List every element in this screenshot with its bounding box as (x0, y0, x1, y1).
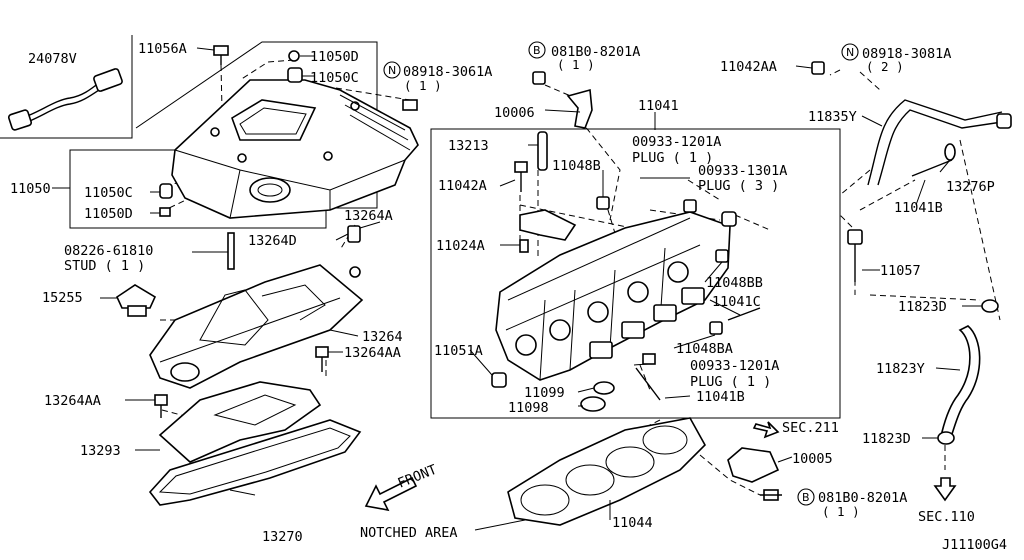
label-plug-3: PLUG ( 3 ) (698, 178, 779, 194)
label-11048ba: 11048BA (676, 341, 733, 357)
label-081b0-8201a-bottom: 081B0-8201A (818, 490, 907, 506)
head-gasket-11044 (507, 417, 706, 526)
label-11098: 11098 (508, 400, 549, 416)
cover-fasteners (159, 45, 418, 217)
label-10005: 10005 (792, 451, 833, 467)
leader-lines (52, 47, 982, 531)
svg-text:N: N (388, 64, 396, 77)
svg-text:B: B (533, 44, 541, 57)
label-00933-1201a: 00933-1201A (632, 134, 721, 150)
bracket-10006 (532, 71, 593, 129)
label-11835y: 11835Y (808, 109, 857, 125)
label-11048b: 11048B (552, 158, 601, 174)
bracket-10005 (727, 447, 782, 501)
label-reference-code: J11100G4 (942, 537, 1007, 553)
water-pipe-11835y (811, 61, 1012, 282)
label-11823d-bottom: 11823D (862, 431, 911, 447)
gasket-13270 (148, 419, 362, 506)
label-08226-61810: 08226-61810 (64, 243, 153, 259)
label-081b0-8201a-top: 081B0-8201A (551, 44, 640, 60)
label-15255: 15255 (42, 290, 83, 306)
label-13213: 13213 (448, 138, 489, 154)
label-plug-1-bottom: PLUG ( 1 ) (690, 374, 771, 390)
label-13264a: 13264A (344, 208, 393, 224)
label-11050: 11050 (10, 181, 51, 197)
label-08918-3081a-qty: ( 2 ) (866, 59, 904, 74)
n-badge-icon: N (841, 43, 859, 61)
label-11041b-top: 11041B (894, 200, 943, 216)
part-labels: 24078V 11056A 11050D 11050C 08918-3061A … (10, 41, 1007, 553)
label-13276p: 13276P (946, 179, 995, 195)
label-08918-3061a-qty: ( 1 ) (404, 78, 442, 93)
label-24078v: 24078V (28, 51, 77, 67)
sec211-arrow-icon (752, 421, 780, 439)
label-11056a: 11056A (138, 41, 187, 57)
svg-text:N: N (846, 46, 854, 59)
cylinder-head-11041 (491, 131, 761, 412)
label-13264d: 13264D (248, 233, 297, 249)
b-badge-icon: B (528, 41, 546, 59)
label-13264aa-right: 13264AA (344, 345, 401, 361)
label-13264aa-left: 13264AA (44, 393, 101, 409)
front-arrow-icon (364, 476, 418, 512)
label-11042a: 11042A (438, 178, 487, 194)
label-sec110: SEC.110 (918, 509, 975, 525)
water-hose-11823y (933, 299, 999, 502)
label-11050d-top: 11050D (310, 49, 359, 65)
label-notched-area: NOTCHED AREA (360, 525, 458, 541)
label-stud: STUD ( 1 ) (64, 258, 145, 274)
label-081b0-8201a-top-qty: ( 1 ) (557, 57, 595, 72)
label-11041c: 11041C (712, 294, 761, 310)
label-11051a: 11051A (434, 343, 483, 359)
label-11041b-bottom: 11041B (696, 389, 745, 405)
label-11044: 11044 (612, 515, 653, 531)
label-08918-3061a: 08918-3061A (403, 64, 492, 80)
label-13270: 13270 (262, 529, 303, 545)
gasket-13293 (158, 381, 322, 463)
label-13293: 13293 (80, 443, 121, 459)
label-sec211: SEC.211 (782, 420, 839, 436)
label-10006: 10006 (494, 105, 535, 121)
b-badge-icon: B (797, 488, 815, 506)
label-front: FRONT (396, 462, 440, 492)
label-plug-1-top: PLUG ( 1 ) (632, 150, 713, 166)
label-00933-1301a: 00933-1301A (698, 163, 787, 179)
rocker-cover-13264 (149, 225, 364, 389)
label-08918-3081a: 08918-3081A (862, 46, 951, 62)
label-00933-1201a-bottom: 00933-1201A (690, 358, 779, 374)
label-11823d-top: 11823D (898, 299, 947, 315)
label-11024a: 11024A (436, 238, 485, 254)
label-081b0-8201a-bottom-qty: ( 1 ) (822, 504, 860, 519)
label-11057: 11057 (880, 263, 921, 279)
label-11041: 11041 (638, 98, 679, 114)
n-badge-icon: N (383, 61, 401, 79)
label-11050c-top: 11050C (310, 70, 359, 86)
label-11050c: 11050C (84, 185, 133, 201)
label-11050d: 11050D (84, 206, 133, 222)
label-11048bb: 11048BB (706, 275, 763, 291)
sensor-harness-24078v (7, 68, 123, 131)
oil-filler-cap-15255 (115, 284, 157, 317)
label-11823y: 11823Y (876, 361, 925, 377)
svg-text:B: B (802, 491, 810, 504)
label-11042aa: 11042AA (720, 59, 777, 75)
engine-cover-11050 (171, 79, 419, 219)
label-13264: 13264 (362, 329, 403, 345)
label-11099: 11099 (524, 385, 565, 401)
